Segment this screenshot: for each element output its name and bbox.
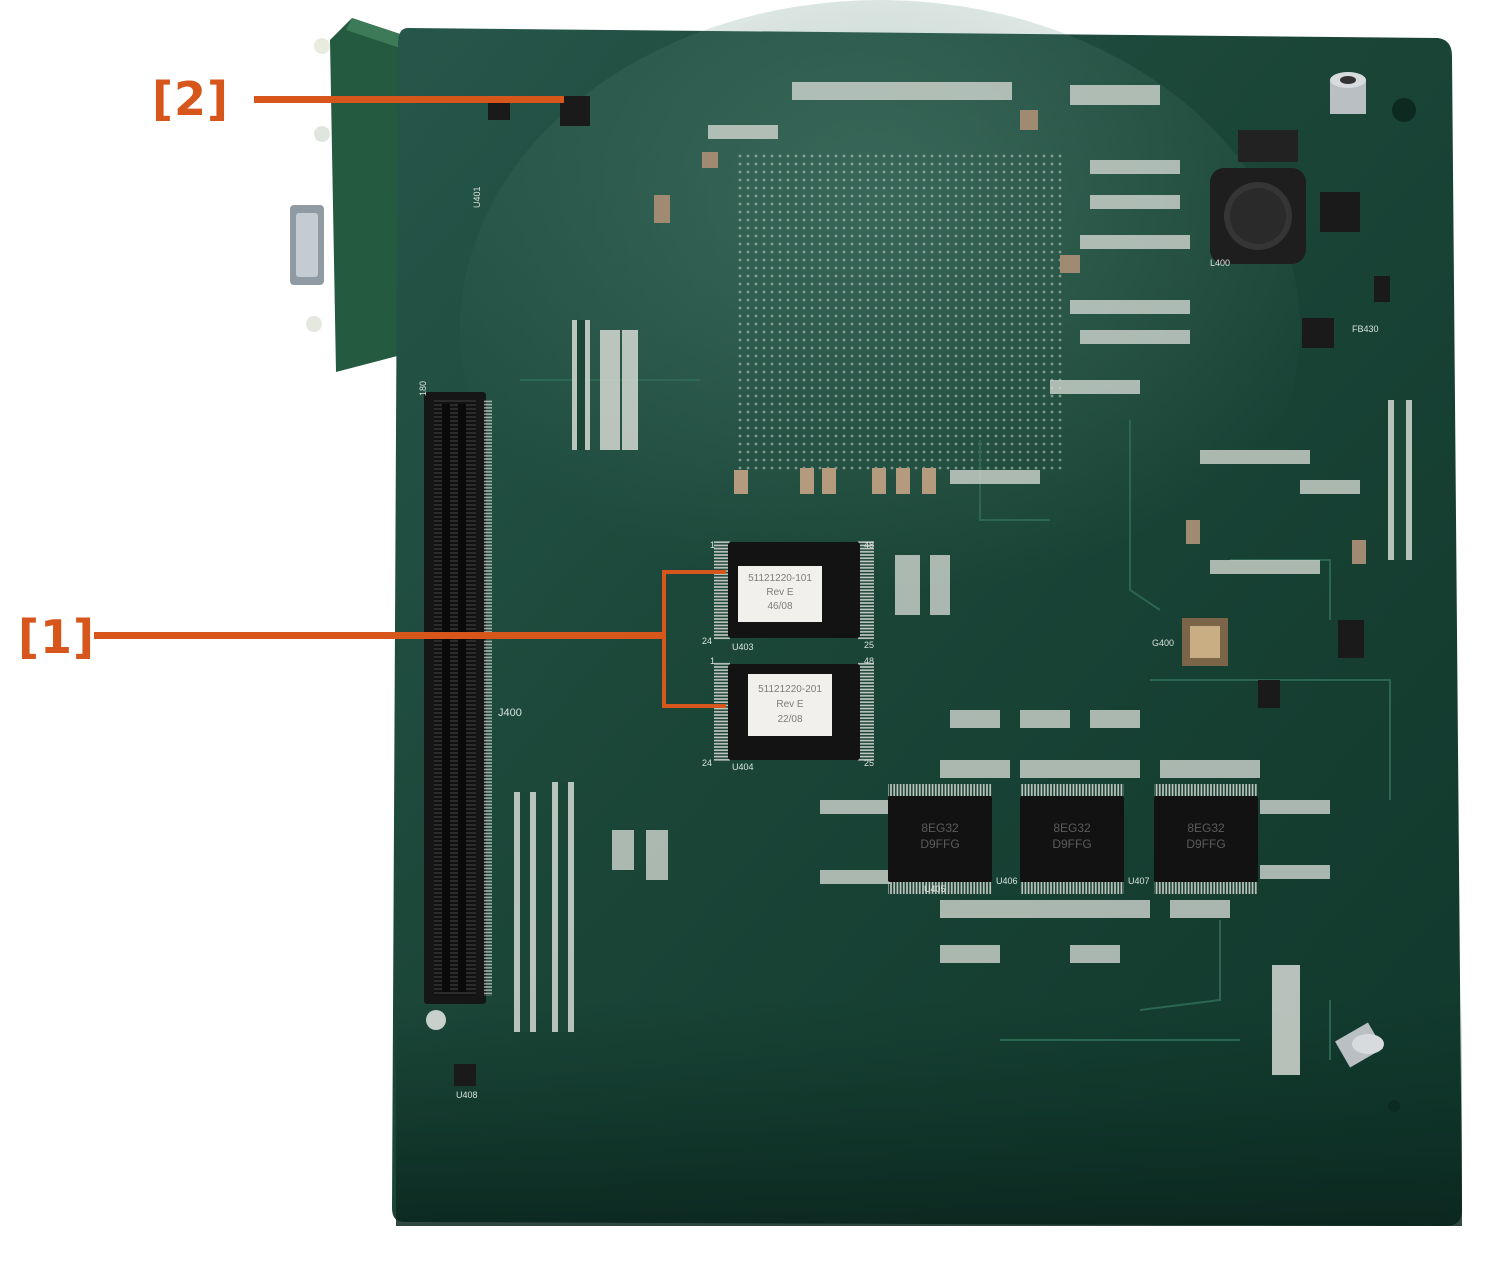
callout-lines <box>662 570 726 708</box>
callout-leader-1 <box>94 632 664 639</box>
label-u401: U401 <box>472 186 482 208</box>
edge-connector <box>424 392 492 1004</box>
standoffs <box>426 72 1416 1112</box>
capacitors <box>654 110 1366 564</box>
ram-lot-3: D9FFG <box>1186 837 1225 851</box>
chip-rev-2: Rev E <box>776 699 804 710</box>
resistor-columns <box>514 320 1412 1075</box>
label-180: 180 <box>418 381 428 396</box>
flash-chips <box>714 540 874 762</box>
label-u408: U408 <box>456 1090 478 1100</box>
chip-part-1: 51121220-101 <box>748 573 812 584</box>
label-g400: G400 <box>1152 638 1174 648</box>
pin-48-b: 48 <box>864 656 874 666</box>
label-l400: L400 <box>1210 258 1230 268</box>
chip-part-2: 51121220-201 <box>758 684 822 695</box>
ram-lot-2: D9FFG <box>1052 837 1091 851</box>
label-u407: U407 <box>1128 876 1150 886</box>
pin-1-a: 1 <box>710 540 715 550</box>
small-ics <box>454 96 1390 1086</box>
chip-label-text: 51121220-101 Rev E 46/08 51121220-201 Re… <box>748 573 822 725</box>
chip-date-1: 46/08 <box>767 601 792 612</box>
ram-lot-1: D9FFG <box>920 837 959 851</box>
chip-rev-1: Rev E <box>766 587 794 598</box>
pin-24-b: 24 <box>702 758 712 768</box>
ram-code-3: 8EG32 <box>1187 821 1225 835</box>
ram-chip-markings: 8EG32 D9FFG 8EG32 D9FFG 8EG32 D9FFG <box>920 821 1225 851</box>
resistor-column-gaps <box>520 320 1406 1032</box>
passive-rows <box>612 82 1360 963</box>
chip-date-2: 22/08 <box>777 714 802 725</box>
label-fb430: FB430 <box>1352 324 1379 334</box>
pin-25-a: 25 <box>864 640 874 650</box>
ram-code-1: 8EG32 <box>921 821 959 835</box>
callout-label-2: [2] <box>152 72 230 126</box>
callout-leader-2 <box>254 96 564 103</box>
chip-label-1 <box>738 566 822 622</box>
label-j400: J400 <box>498 707 522 719</box>
via-field <box>735 150 1065 470</box>
pin-1-b: 1 <box>710 656 715 666</box>
silkscreen: 1 24 25 48 1 24 25 48 U403 U404 U405 U40… <box>418 186 1379 1100</box>
label-u403: U403 <box>732 642 754 652</box>
crystal <box>1182 618 1228 666</box>
label-u406: U406 <box>996 876 1018 886</box>
callout-label-1: [1] <box>18 610 96 664</box>
pin-48-a: 48 <box>864 540 874 550</box>
chip-label-2 <box>748 674 832 736</box>
label-u405: U405 <box>924 884 946 894</box>
ram-code-2: 8EG32 <box>1053 821 1091 835</box>
inductor <box>1210 130 1306 264</box>
traces <box>520 379 1391 1060</box>
ram-chips <box>888 784 1258 894</box>
pin-25-b: 25 <box>864 758 874 768</box>
pin-24-a: 24 <box>702 636 712 646</box>
label-u404: U404 <box>732 762 754 772</box>
